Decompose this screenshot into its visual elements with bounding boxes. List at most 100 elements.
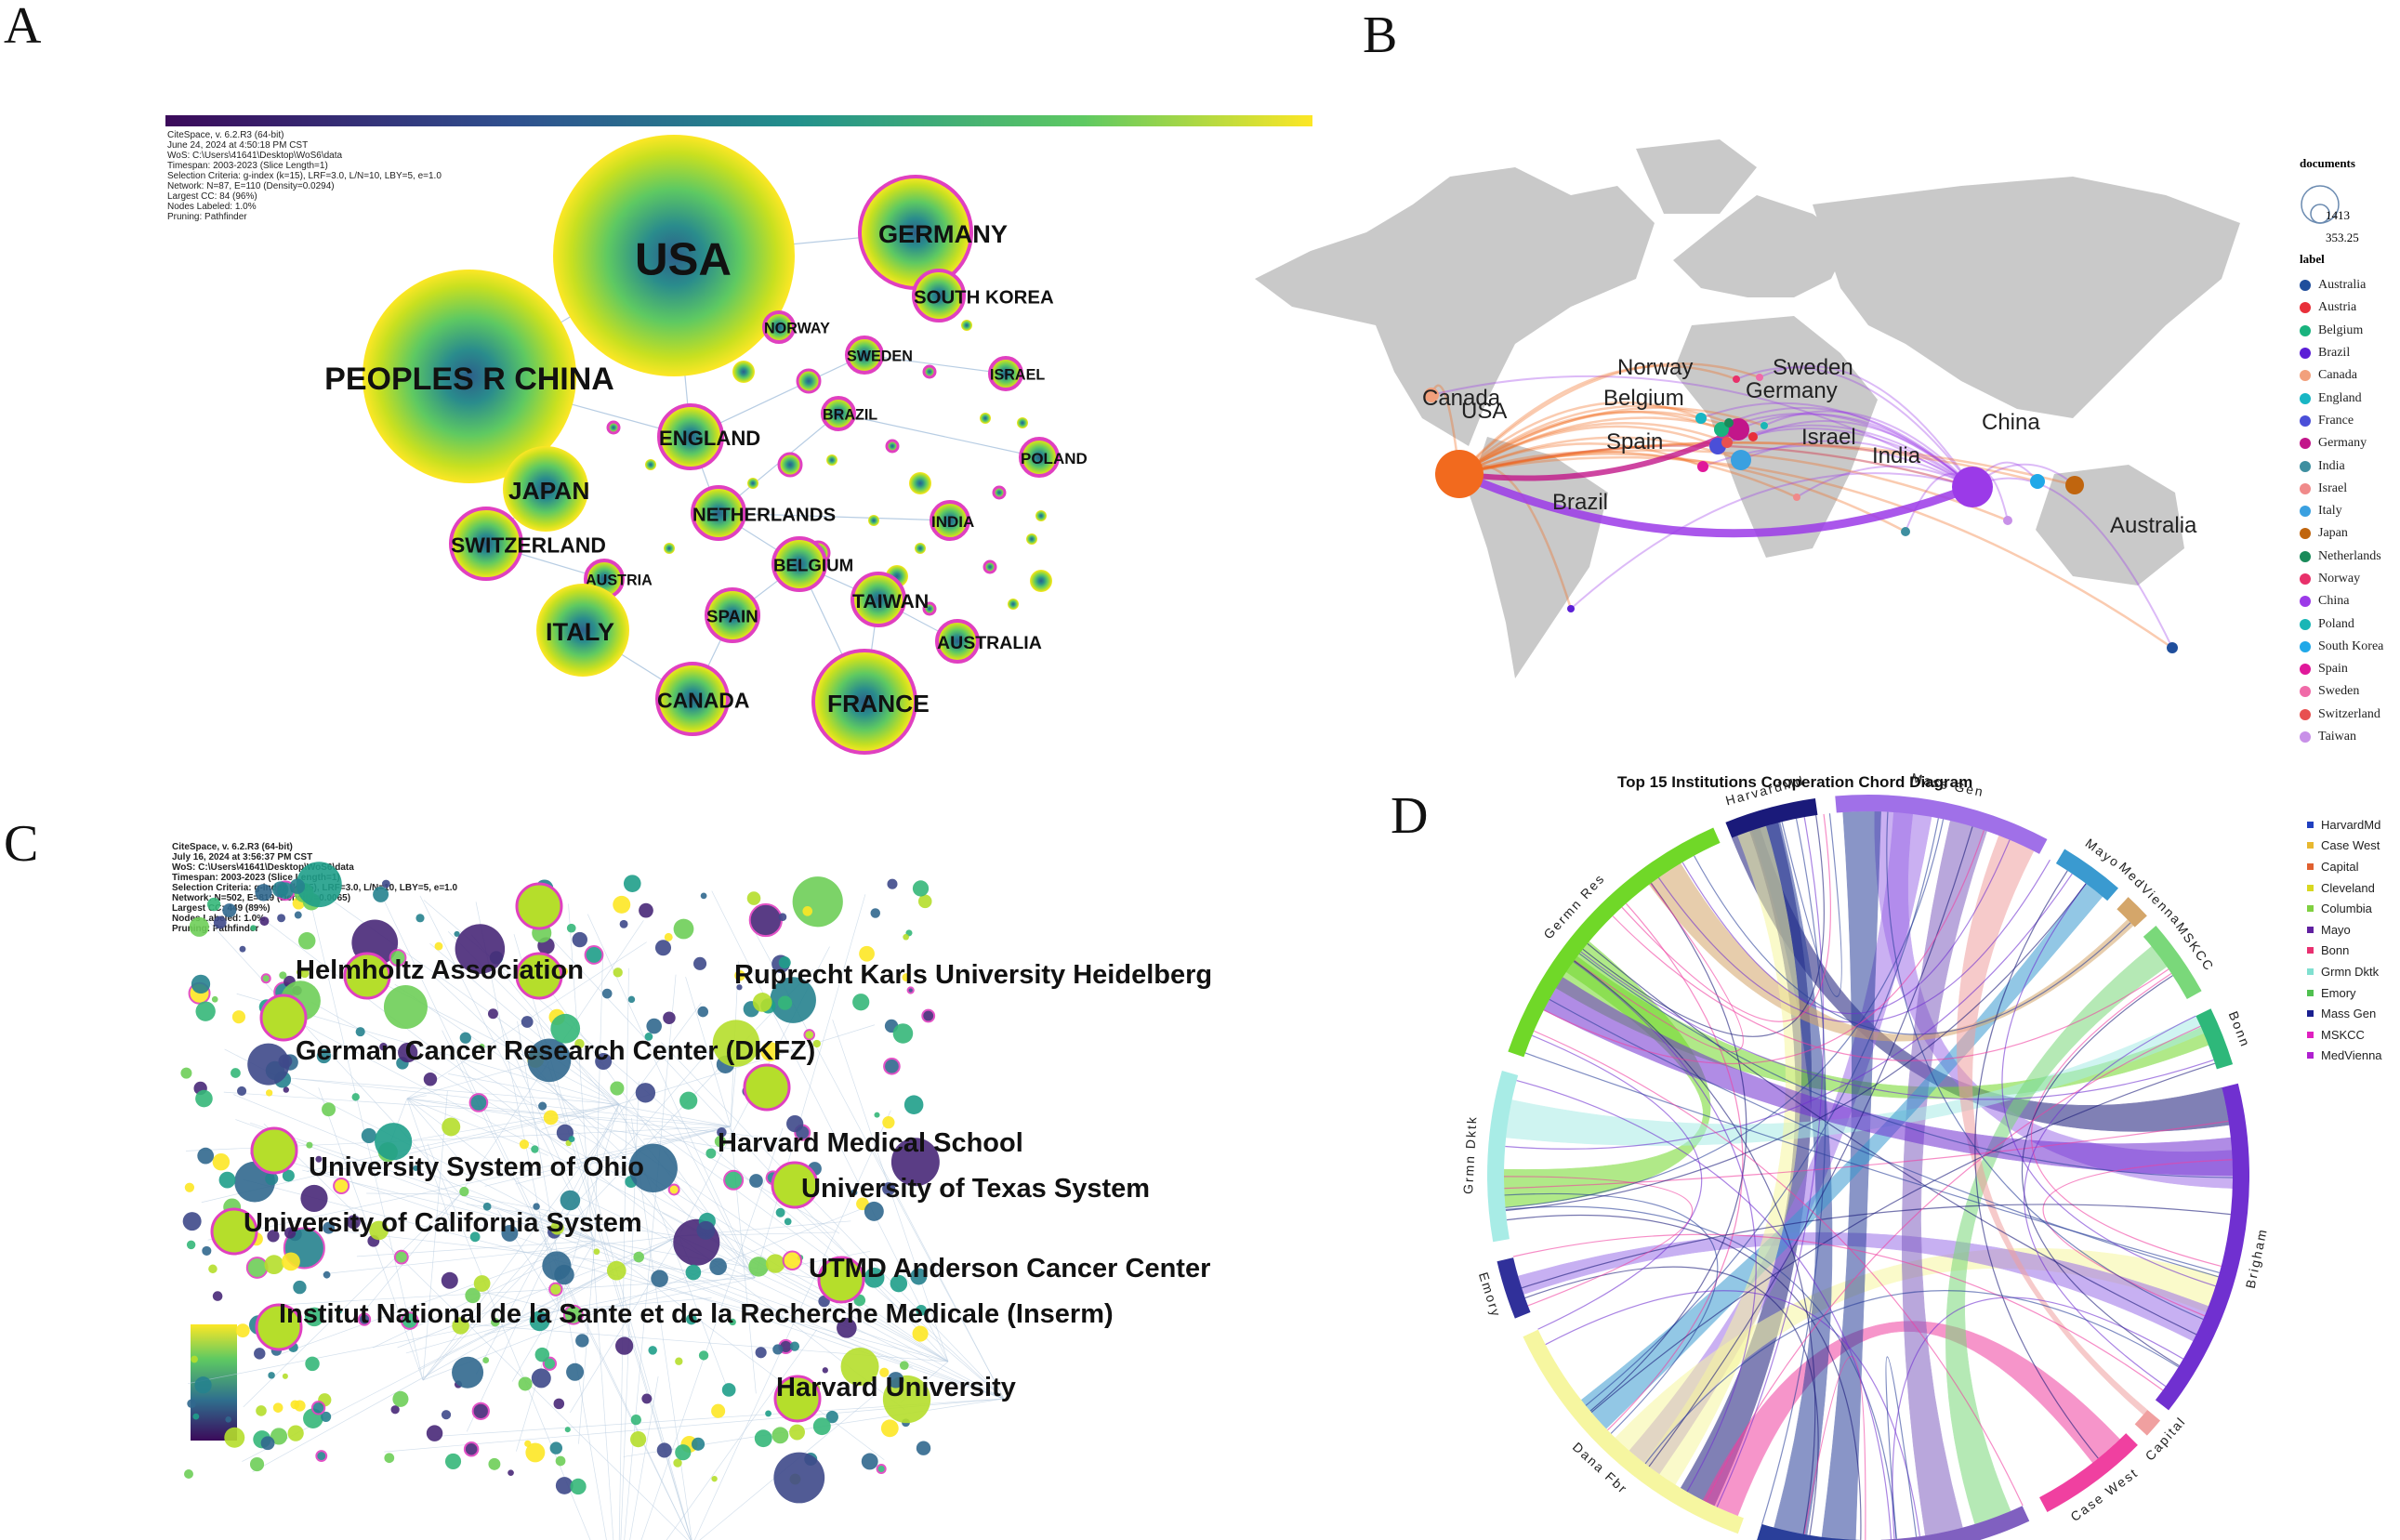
network-node-small — [777, 995, 793, 1010]
legend-label: China — [2318, 594, 2350, 609]
node-japan — [503, 446, 588, 532]
network-node-small — [916, 1304, 927, 1316]
network-edge — [252, 1235, 679, 1473]
network-node-small — [202, 1245, 212, 1256]
network-node-small — [441, 1271, 458, 1289]
network-node-small — [568, 1136, 575, 1143]
map-label-norway: Norway — [1617, 355, 1693, 380]
network-node-small — [861, 1453, 878, 1470]
network-node-small — [615, 1336, 634, 1355]
legend-item-spain: Spain — [2300, 658, 2400, 680]
network-node-small — [697, 1006, 709, 1018]
network-node-small — [628, 1143, 678, 1192]
legend-label: Case West — [2321, 838, 2380, 853]
network-node-small — [910, 1268, 928, 1285]
connection-arc — [1752, 420, 1973, 488]
legend-swatch — [2307, 1010, 2314, 1018]
legend-label: Switzerland — [2318, 706, 2380, 721]
network-node-small — [711, 1403, 726, 1418]
network-edge — [730, 1064, 737, 1127]
network-node-small — [623, 875, 641, 892]
network-node-small — [384, 1453, 395, 1464]
connection-arc — [1458, 425, 1719, 476]
network-node-small — [1017, 417, 1028, 428]
node-taiwan — [851, 572, 906, 627]
legend-title-size: documents — [2300, 156, 2355, 170]
network-edge — [559, 1297, 712, 1311]
network-edge — [864, 354, 1007, 375]
network-node-small — [392, 1390, 409, 1407]
connection-arc — [1796, 465, 1973, 498]
network-edge — [397, 1235, 679, 1349]
network-edge — [594, 1240, 861, 1287]
network-edge — [594, 951, 603, 1242]
network-edge — [406, 1098, 461, 1162]
map-label-usa: USA — [1461, 399, 1507, 424]
network-node-small — [415, 914, 425, 923]
network-node-small — [304, 1307, 324, 1327]
network-node-small — [265, 1089, 273, 1097]
node-norway — [762, 310, 796, 344]
legend-label: Austria — [2318, 300, 2357, 315]
network-node-small — [574, 1038, 585, 1049]
institution-label-university-system-of-ohio: University System of Ohio — [309, 1152, 644, 1182]
chord-thin-link — [1892, 1296, 2184, 1540]
legend-item-italy: Italy — [2300, 500, 2400, 522]
network-node-small — [789, 1424, 805, 1441]
network-node-small — [748, 1257, 769, 1277]
institution-label-german-cancer-research-center-dkfz: German Cancer Research Center (DKFZ) — [296, 1036, 815, 1066]
legend-label: Israel — [2318, 480, 2348, 495]
network-node-small — [279, 971, 287, 980]
network-node-small — [194, 1376, 212, 1394]
network-node-small — [883, 1058, 901, 1075]
chord-thin-link — [1648, 826, 1973, 1468]
panel-label-c: C — [4, 815, 39, 873]
network-node-small — [249, 1456, 265, 1472]
network-node-small — [231, 1068, 241, 1078]
connection-arc — [1458, 404, 1730, 475]
network-node-small — [184, 1468, 193, 1479]
network-node-small — [357, 1312, 372, 1326]
network-node-small — [575, 1334, 589, 1348]
network-node-small — [882, 1182, 896, 1196]
network-node-small — [413, 1165, 419, 1171]
network-node-small — [630, 1431, 647, 1448]
network-node-small — [613, 895, 631, 914]
network-node-small — [289, 878, 306, 894]
network-node-small — [675, 1444, 692, 1461]
network-node-small — [902, 973, 911, 982]
south-america-shape — [1469, 437, 1608, 678]
network-node-small — [487, 1008, 498, 1020]
network-node-small — [601, 988, 613, 999]
legend-swatch — [2300, 460, 2311, 472]
network-edge — [629, 1375, 659, 1540]
network-node-small — [468, 1093, 489, 1112]
node-label-india: INDIA — [931, 513, 974, 531]
network-edge — [515, 1125, 732, 1185]
network-node-small — [686, 1313, 697, 1325]
network-node-small — [711, 1475, 718, 1482]
network-node-small — [296, 862, 342, 908]
map-node-netherlands — [1724, 418, 1734, 428]
network-node-small — [595, 1053, 613, 1071]
node-label-brazil: BRAZIL — [823, 407, 877, 424]
network-node-small — [912, 880, 930, 897]
network-edge — [559, 1250, 871, 1311]
metadata-a-line: Nodes Labeled: 1.0% — [167, 202, 257, 212]
map-node-australia — [2167, 642, 2178, 653]
continents — [1255, 139, 2240, 678]
legend-label: Poland — [2318, 616, 2354, 631]
network-node-small — [721, 1383, 736, 1397]
network-node-small — [441, 1410, 452, 1420]
legend-label: Spain — [2318, 662, 2348, 677]
network-edge — [569, 1235, 679, 1414]
metadata-a-line: Largest CC: 84 (96%) — [167, 191, 257, 202]
legend-label: Netherlands — [2318, 548, 2381, 563]
chord-thin-link — [1524, 1266, 1819, 1535]
node-italy — [536, 584, 629, 677]
network-edge — [358, 1193, 461, 1319]
size-value-min: 353.25 — [2326, 230, 2359, 244]
legend-label: Mass Gen — [2321, 1007, 2377, 1021]
